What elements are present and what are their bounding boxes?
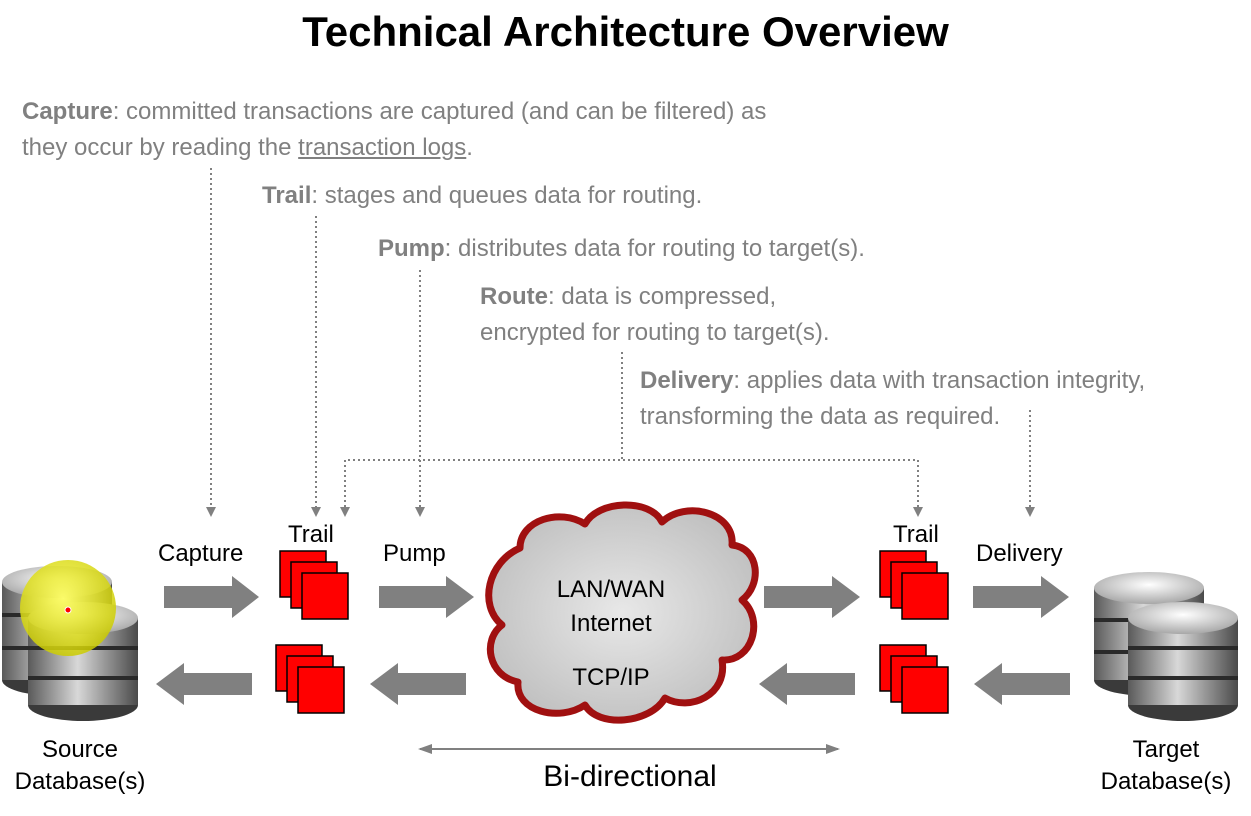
transaction-logs-link: transaction logs <box>298 134 467 161</box>
bidirectional-label: Bi-directional <box>543 760 717 793</box>
cloud-line3: TCP/IP <box>572 664 650 691</box>
cloud-line2: Internet <box>570 610 652 637</box>
capture-desc-line1: : committed transactions are captured (a… <box>112 98 767 125</box>
route-note: Route: data is compressed, encrypted for… <box>480 279 830 351</box>
delivery-note: Delivery: applies data with transaction … <box>640 363 1145 435</box>
route-arrow-icon <box>764 576 860 618</box>
source-database-icon <box>2 560 138 721</box>
trail-left-bottom-icon <box>275 644 345 714</box>
source-label-line2: Database(s) <box>14 768 146 795</box>
trail-desc: : stages and queues data for routing. <box>311 182 703 209</box>
trail-term: Trail <box>262 182 312 209</box>
route-desc-line1: : data is compressed, <box>548 283 777 310</box>
delivery-term: Delivery <box>640 367 734 394</box>
capture-arrow-icon <box>164 576 259 618</box>
pump-label: Pump <box>383 540 446 567</box>
reverse-capture-arrow-icon <box>156 663 252 705</box>
trail-right-label: Trail <box>893 521 939 548</box>
trail-right-bottom-icon <box>879 644 949 714</box>
capture-term: Capture <box>22 98 113 125</box>
network-cloud-icon <box>485 501 759 724</box>
capture-desc-end: . <box>466 134 473 161</box>
forward-arrows <box>164 576 1069 618</box>
pump-term: Pump <box>378 235 445 262</box>
pointer-lines <box>206 168 1035 517</box>
target-label-line1: Target <box>1132 736 1200 763</box>
trail-right-top-icon <box>879 550 949 620</box>
reverse-pump-arrow-icon <box>370 663 466 705</box>
delivery-arrow-icon <box>973 576 1069 618</box>
capture-label: Capture <box>158 540 244 567</box>
delivery-label: Delivery <box>976 540 1063 567</box>
reverse-arrows <box>156 663 1070 705</box>
route-desc-line2: encrypted for routing to target(s). <box>480 319 830 346</box>
route-term: Route <box>480 283 548 310</box>
reverse-delivery-arrow-icon <box>974 663 1070 705</box>
delivery-desc-line2: transforming the data as required. <box>640 403 1001 430</box>
route-pointer-branch <box>344 459 919 512</box>
pump-desc: : distributes data for routing to target… <box>444 235 865 262</box>
delivery-desc-line1: : applies data with transaction integrit… <box>733 367 1146 394</box>
source-label-line1: Source <box>41 736 119 763</box>
target-database-icon <box>1094 572 1238 721</box>
capture-note: Capture: committed transactions are capt… <box>22 94 766 166</box>
target-label-line2: Database(s) <box>1100 768 1232 795</box>
trail-left-label: Trail <box>288 521 334 548</box>
capture-desc-line2: they occur by reading the <box>22 134 299 161</box>
pump-note: Pump: distributes data for routing to ta… <box>378 231 865 267</box>
reverse-route-arrow-icon <box>759 663 855 705</box>
cloud-line1: LAN/WAN <box>556 576 666 603</box>
trail-left-top-icon <box>279 550 349 620</box>
page-title: Technical Architecture Overview <box>302 8 949 55</box>
trail-note: Trail: stages and queues data for routin… <box>262 178 702 214</box>
pump-arrow-icon <box>379 576 474 618</box>
